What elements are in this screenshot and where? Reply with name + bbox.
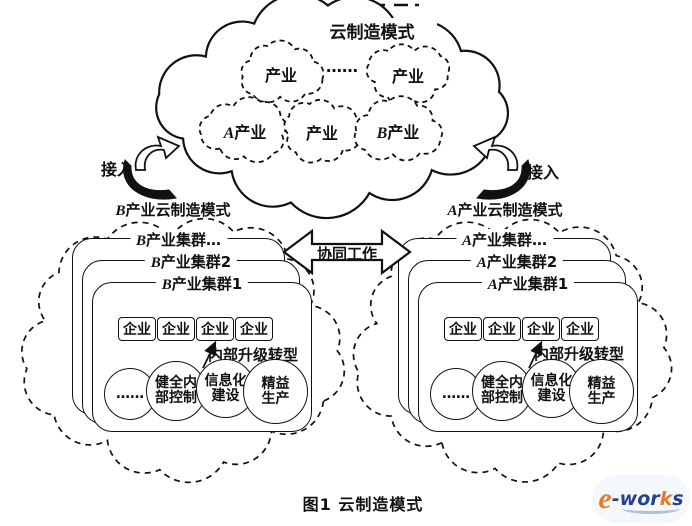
cluster-right-card-front-label: A产业集群1 [481,273,575,294]
enterprise-box: 企业 [196,317,234,341]
top-cloud-title: 云制造模式 [307,18,437,43]
layer-text: 产业集群… [146,231,222,249]
cluster-left-card-front-label: B产业集群1 [155,273,249,294]
layer-letter: A [476,255,487,271]
industry-cloud-2-label: 产业 [391,67,424,86]
cluster-right-card-back-label: A产业集群… [455,229,554,250]
enterprise-box: 企业 [118,317,156,341]
circle-dots: …… [104,368,156,420]
cluster-left-card-mid-label: B产业集群2 [144,251,238,272]
upgrade-label-right: 内部升级转型 [534,345,625,363]
industry-a-letter: A [223,125,235,142]
layer-text: 产业集群… [472,231,548,249]
logo-letter-s: s [672,488,684,510]
cluster-left-card-back-label: B产业集群… [129,229,228,250]
enterprise-box: 企业 [522,317,560,341]
enterprise-box: 企业 [157,317,195,341]
access-label-left: 接入 [100,160,133,179]
industry-b-letter: B [376,125,388,142]
enterprise-box: 企业 [444,317,482,341]
cluster-title-right-letter: A [447,203,458,219]
cluster-title-left: B产业云制造模式 [83,199,263,220]
layer-letter: A [461,233,472,249]
industry-cloud-1-label: 产业 [264,66,297,85]
industry-cloud-b-label: B产业 [361,119,435,143]
industry-cloud-3-label: 产业 [305,124,338,143]
logo-swoosh [622,503,680,514]
figure-caption: 图1 云制造模式 [302,495,424,514]
circle-lean-production: 精益 生产 [243,359,308,424]
industry-dots: …… [326,57,358,76]
cluster-title-right-text: 产业云制造模式 [457,201,563,219]
cluster-title-left-letter: B [115,203,126,219]
layer-text: 产业集群1 [497,275,569,293]
industry-b-text: 产业 [387,123,420,142]
cluster-right-card-mid-label: A产业集群2 [470,251,564,272]
enterprise-box: 企业 [235,317,273,341]
layer-letter: B [135,233,146,249]
cluster-title-left-text: 产业云制造模式 [125,201,231,219]
cluster-title-right: A产业云制造模式 [415,199,595,220]
collaboration-label: 协同工作 [316,245,377,263]
logo-letter-e: e [598,482,612,515]
layer-letter: B [150,255,161,271]
enterprise-box: 企业 [483,317,521,341]
industry-a-text: 产业 [234,123,267,142]
enterprise-box: 企业 [561,317,599,341]
layer-letter: A [487,277,498,293]
layer-letter: B [161,277,172,293]
layer-text: 产业集群2 [160,253,232,271]
layer-text: 产业集群2 [486,253,558,271]
access-label-right: 接入 [526,163,559,182]
industry-cloud-a-label: A产业 [208,119,282,143]
layer-text: 产业集群1 [171,275,243,293]
circle-lean-production: 精益 生产 [569,359,634,424]
